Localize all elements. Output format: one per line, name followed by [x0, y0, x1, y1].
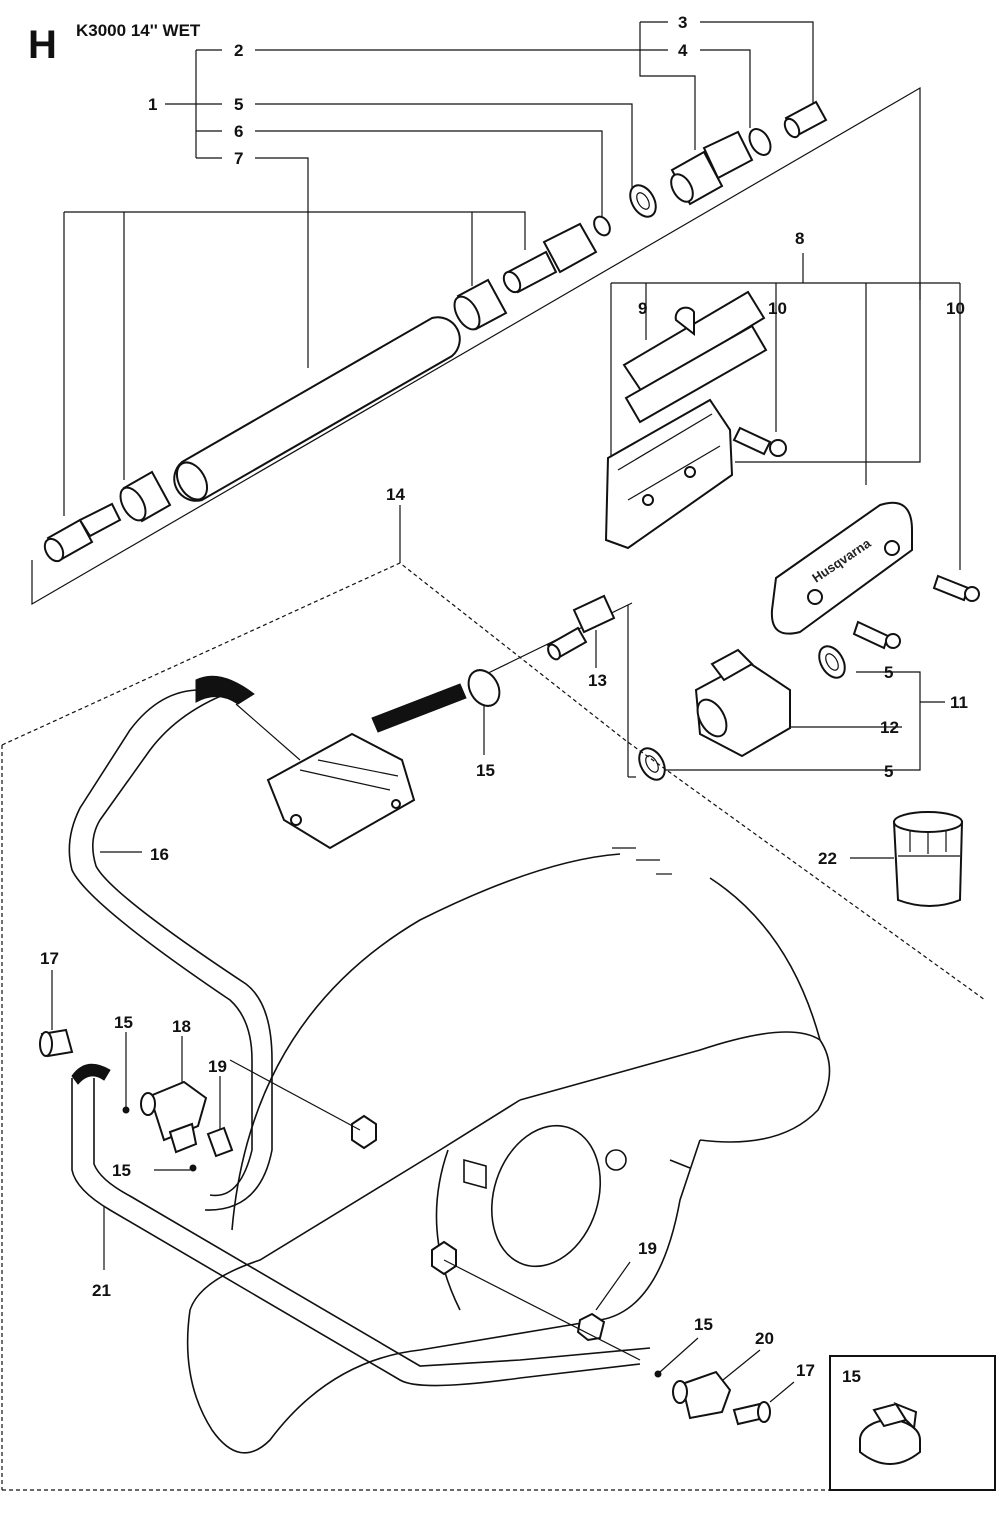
callout-15-left: 15	[112, 1161, 131, 1180]
valve-handle-assembly: Husqvarna	[604, 253, 980, 650]
lower-connectors	[39, 970, 795, 1426]
callout-17-upper: 17	[40, 949, 59, 968]
callout-10-right: 10	[946, 299, 965, 318]
callout-1: 1	[148, 95, 157, 114]
callout-tree-top	[63, 21, 814, 516]
callout-19-right: 19	[638, 1239, 657, 1258]
blade-guard	[186, 847, 831, 1454]
water-valve-group	[638, 645, 945, 781]
hose-kit-group-outline	[31, 86, 921, 606]
nipple-and-hose	[68, 594, 633, 1211]
callout-16: 16	[150, 845, 169, 864]
callout-15-upper: 15	[476, 761, 495, 780]
callout-4: 4	[678, 41, 688, 60]
callout-6: 6	[234, 122, 243, 141]
callout-21: 21	[92, 1281, 111, 1300]
hose-assembly	[43, 100, 828, 563]
clamp-detail-inset	[829, 1355, 996, 1491]
callout-10-left: 10	[768, 299, 787, 318]
callout-20: 20	[755, 1329, 774, 1348]
callout-17-lower: 17	[796, 1361, 815, 1380]
callout-13: 13	[588, 671, 607, 690]
guard-assembly-outline	[1, 505, 986, 1491]
callout-5-valve-lower: 5	[884, 762, 893, 781]
callout-9: 9	[638, 299, 647, 318]
callout-19-left: 19	[208, 1057, 227, 1076]
callout-14: 14	[386, 485, 405, 504]
callout-11: 11	[950, 693, 968, 712]
callout-7: 7	[234, 149, 243, 168]
callout-22: 22	[818, 849, 837, 868]
inset-label: 15	[842, 1367, 861, 1386]
callout-15-right: 15	[694, 1315, 713, 1334]
model-title: K3000 14'' WET	[76, 21, 201, 40]
callout-15-mid: 15	[114, 1013, 133, 1032]
callout-5-top: 5	[234, 95, 243, 114]
callout-3: 3	[678, 13, 687, 32]
hose-adapter	[850, 811, 964, 907]
callout-12: 12	[880, 718, 899, 737]
callout-2: 2	[234, 41, 243, 60]
callout-18: 18	[172, 1017, 191, 1036]
section-letter: H	[28, 23, 57, 67]
callout-5-valve-upper: 5	[884, 663, 893, 682]
callout-8: 8	[795, 229, 804, 248]
